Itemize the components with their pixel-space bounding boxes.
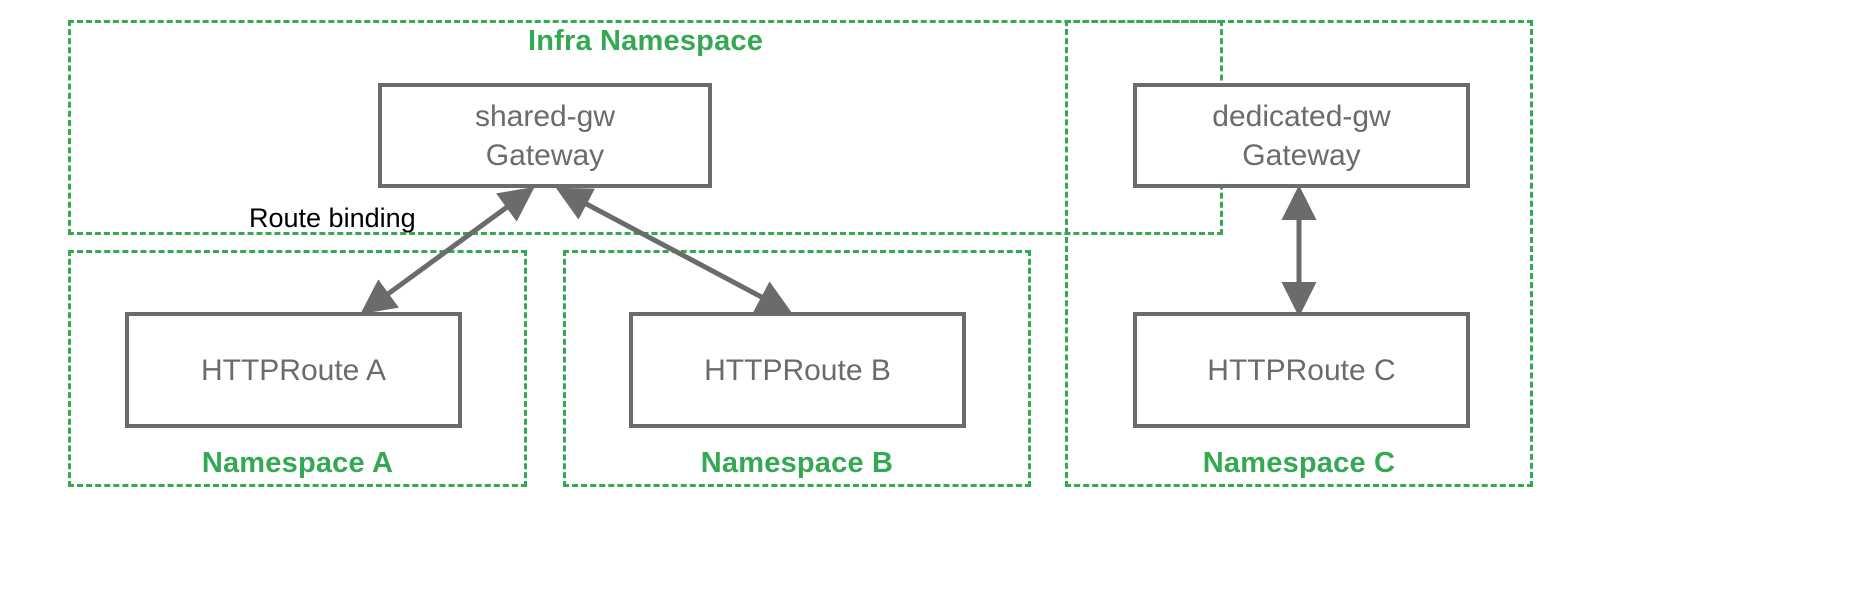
resource-name-dedicated-gw: dedicated-gw: [1212, 99, 1391, 133]
resource-name-httproute-b: HTTPRoute B: [704, 353, 891, 387]
resource-box-httproute-c[interactable]: HTTPRoute C: [1133, 312, 1470, 428]
namespace-label-a: Namespace A: [201, 447, 394, 479]
namespace-label-c: Namespace C: [1202, 447, 1396, 479]
resource-box-httproute-b[interactable]: HTTPRoute B: [629, 312, 966, 428]
namespace-container-c: [1065, 20, 1533, 487]
resource-kind-shared-gw: Gateway: [485, 138, 605, 172]
resource-box-httproute-a[interactable]: HTTPRoute A: [125, 312, 462, 428]
namespace-label-b: Namespace B: [700, 447, 894, 479]
resource-box-dedicated-gw[interactable]: dedicated-gw Gateway: [1133, 83, 1470, 188]
resource-box-shared-gw[interactable]: shared-gw Gateway: [378, 83, 712, 188]
resource-kind-dedicated-gw: Gateway: [1242, 138, 1361, 172]
namespace-label-infra: Infra Namespace: [527, 25, 764, 57]
namespace-container-b: [563, 250, 1031, 487]
namespace-container-a: [68, 250, 527, 487]
edge-label-route-binding: Route binding: [249, 203, 416, 233]
resource-name-httproute-c: HTTPRoute C: [1207, 353, 1396, 387]
resource-name-httproute-a: HTTPRoute A: [200, 353, 387, 387]
resource-name-shared-gw: shared-gw: [474, 99, 616, 133]
